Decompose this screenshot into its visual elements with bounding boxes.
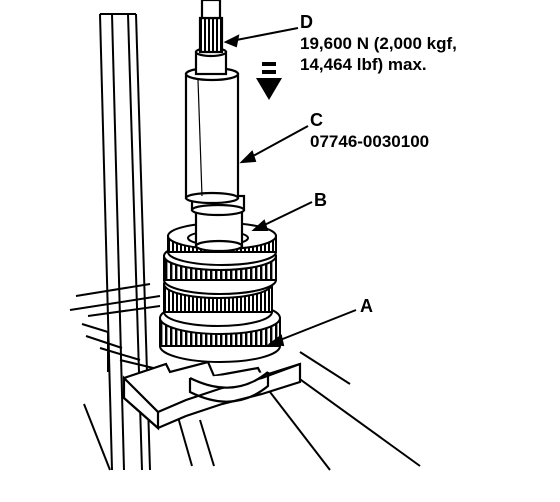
leader-lines [223, 27, 357, 347]
arrowhead-a [267, 334, 285, 347]
leader-a [269, 309, 357, 345]
press-bed [69, 283, 421, 471]
press-ram [194, 0, 228, 76]
arrowhead-b [251, 219, 269, 231]
gear-stack [159, 222, 281, 363]
callout-d-force-line2: 14,464 lbf) max. [300, 55, 427, 74]
callout-c-letter: C [310, 110, 323, 130]
arrow-down-icon [256, 62, 282, 100]
callout-a-letter: A [360, 296, 373, 316]
callout-b-letter: B [314, 190, 327, 210]
callout-d-letter: D [300, 12, 313, 32]
press-sleeve [184, 66, 246, 253]
callout-d-force-line1: 19,600 N (2,000 kgf, [300, 34, 457, 53]
arrowhead-d [223, 34, 240, 48]
callout-c-part-number: 07746-0030100 [310, 132, 430, 151]
arrowhead-c [239, 150, 257, 164]
press-block [122, 360, 302, 431]
